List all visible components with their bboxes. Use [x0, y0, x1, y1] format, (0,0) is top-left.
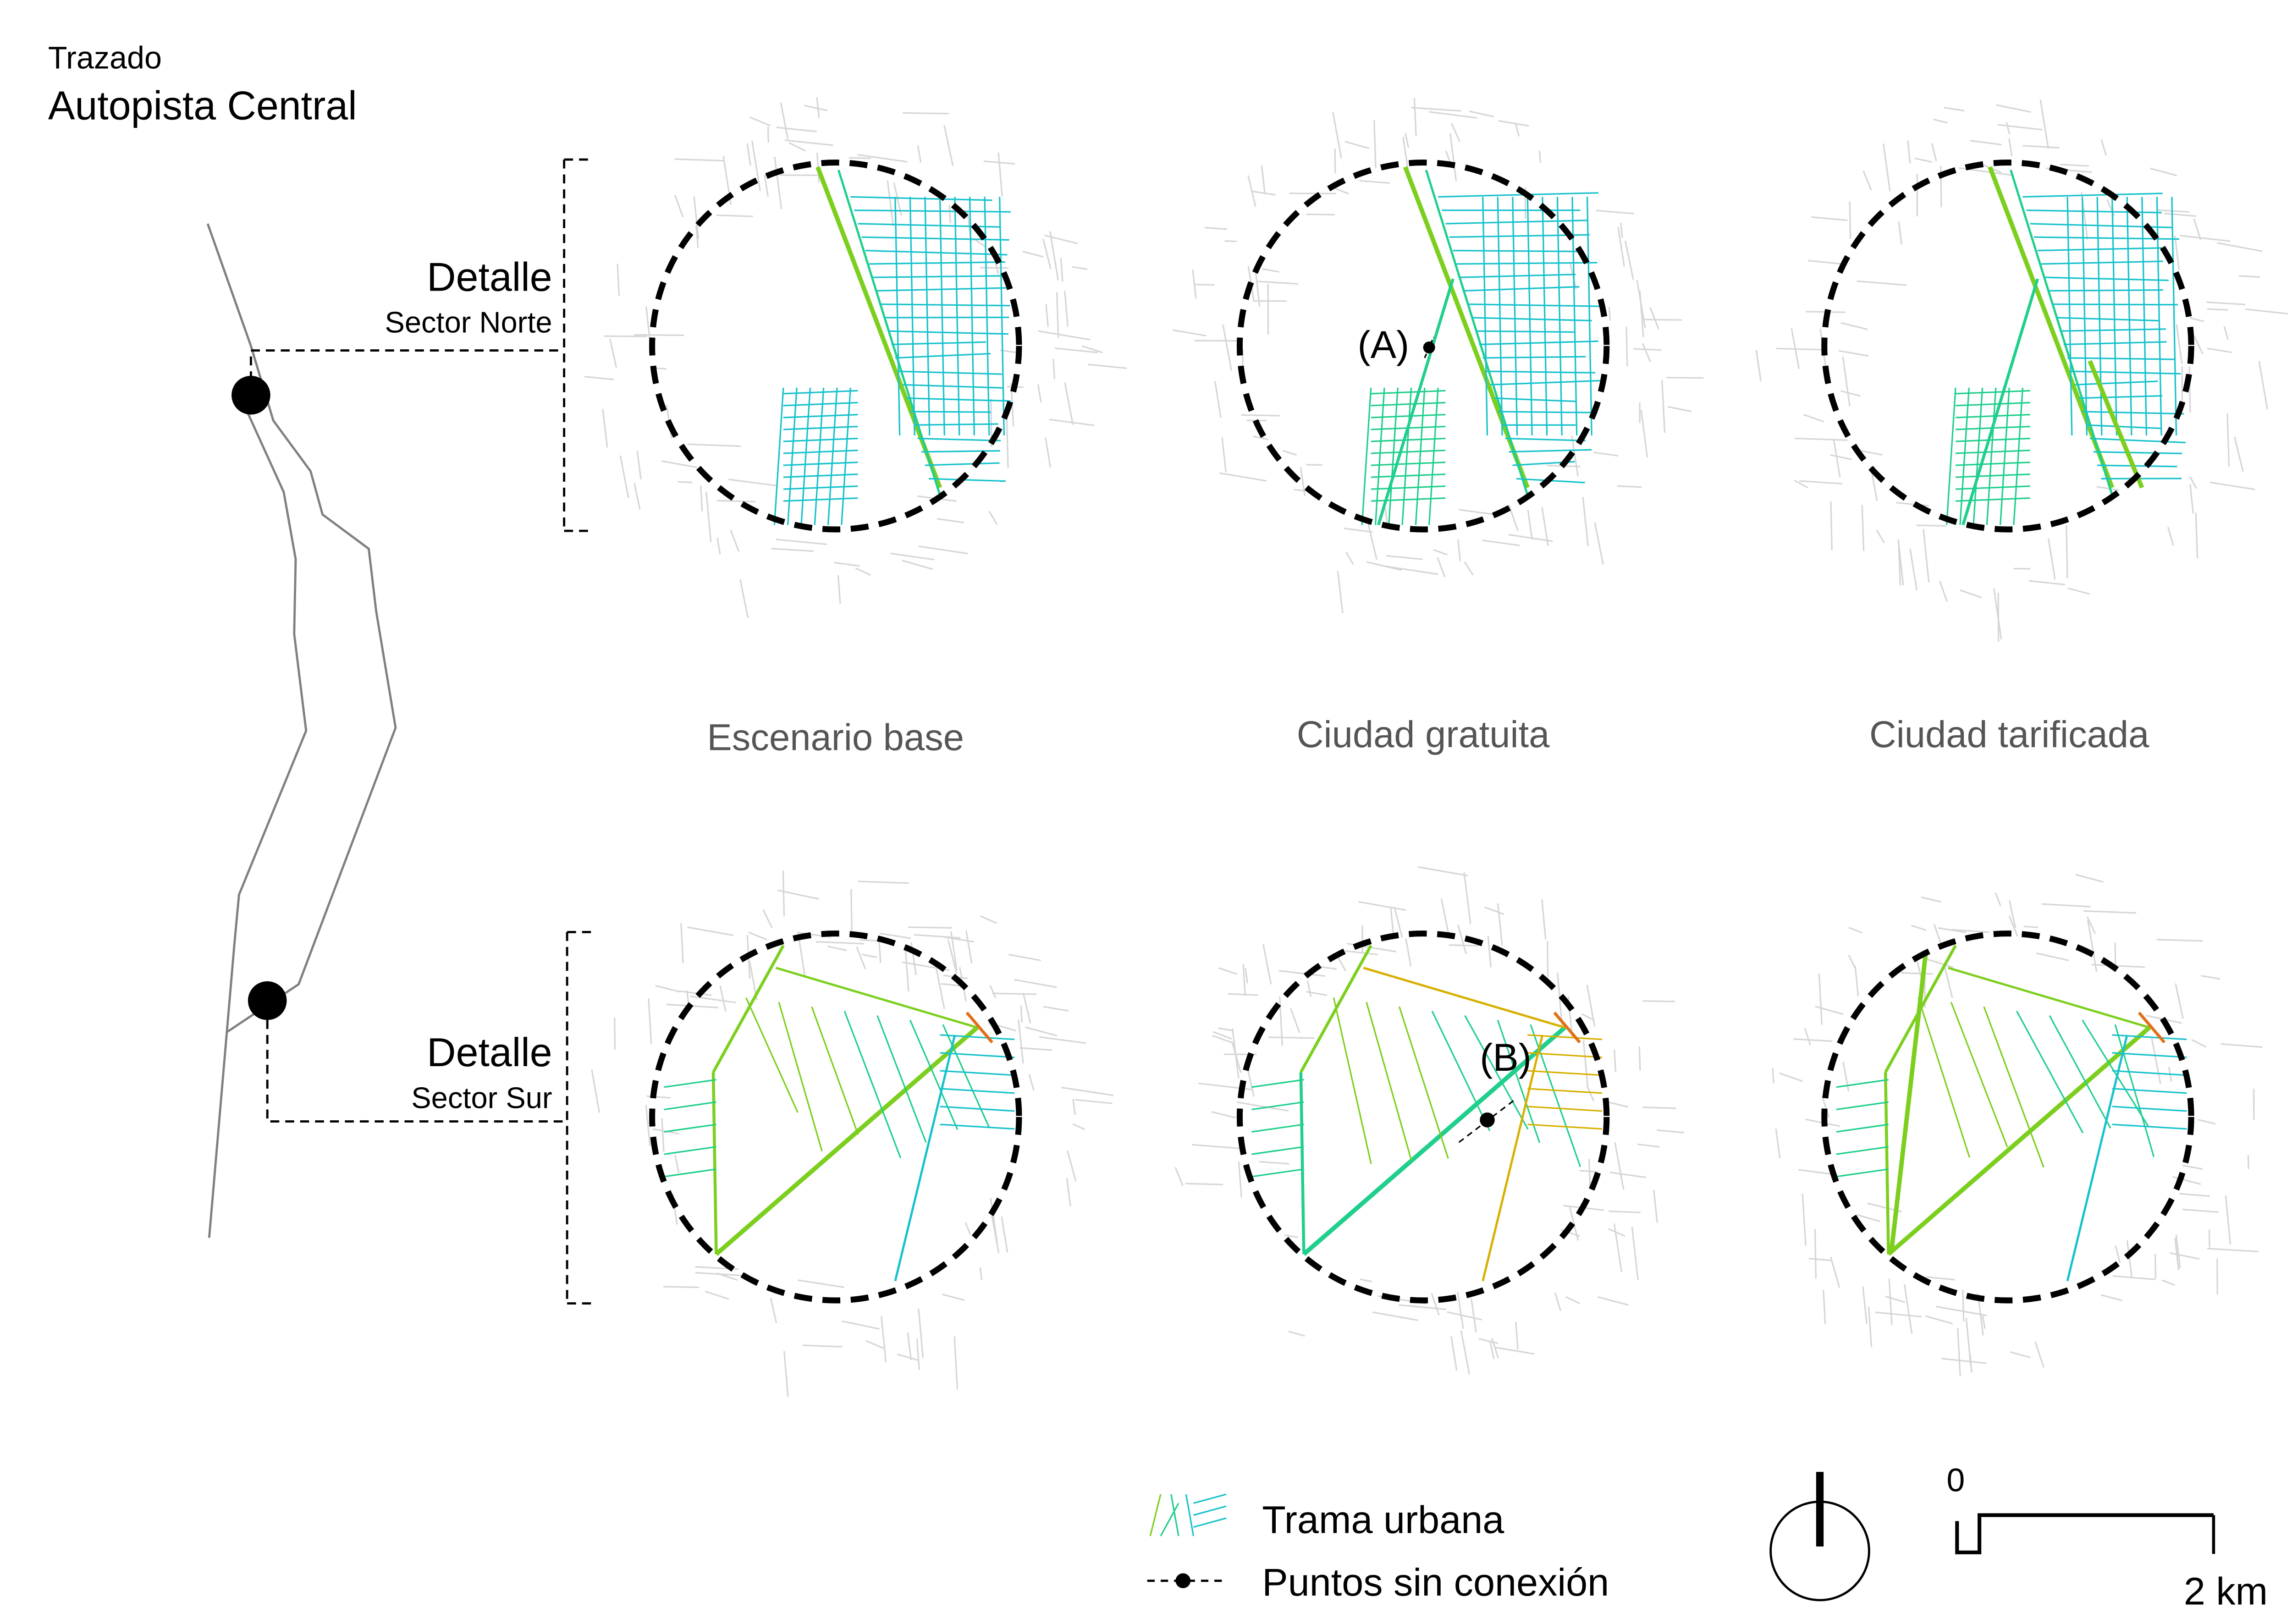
urban-grid-lines — [1361, 166, 1601, 526]
background-streets — [1173, 98, 1704, 613]
scenario-label-base: Escenario base — [707, 716, 964, 758]
disconnected-point-b — [1458, 1098, 1516, 1143]
study-area-boundary — [1821, 160, 2194, 533]
map-south-free — [1174, 866, 1685, 1375]
scenario-label-free: Ciudad gratuita — [1297, 714, 1550, 755]
north-sector-marker — [231, 375, 270, 415]
background-streets — [591, 870, 1114, 1397]
disconnected-point-a — [1423, 336, 1435, 358]
highway-route — [206, 223, 397, 1238]
map-north-tolled — [1755, 99, 2288, 642]
urban-grid-legend-icon — [1149, 1493, 1227, 1536]
north-arrow-icon — [1769, 1472, 1870, 1602]
background-streets — [1174, 866, 1685, 1375]
north-detail-title: Detalle — [427, 254, 552, 299]
study-area-boundary — [1236, 930, 1610, 1304]
background-streets — [1772, 874, 2263, 1376]
background-streets — [1755, 99, 2288, 642]
urban-grid-lines — [773, 166, 1011, 525]
urban-grid-lines — [1251, 945, 1603, 1282]
scale-end-label: 2 km — [2184, 1569, 2268, 1613]
header-subtitle: Trazado — [48, 41, 162, 76]
urban-grid-lines — [1945, 166, 2186, 526]
header-title: Autopista Central — [48, 83, 357, 128]
legend-urban-grid: Trama urbana — [1262, 1498, 1504, 1541]
study-area-boundary — [1821, 930, 2194, 1304]
urban-grid-lines — [1836, 945, 2187, 1282]
map-north-base — [584, 97, 1127, 618]
study-area-boundary — [649, 160, 1022, 533]
north-detail-sector: Sector Norte — [385, 306, 552, 339]
south-sector-marker — [248, 981, 287, 1020]
study-area-boundary — [1236, 160, 1610, 533]
scale-bar — [1955, 1513, 2215, 1554]
study-area-boundary — [649, 930, 1022, 1304]
south-detail-sector: Sector Sur — [411, 1081, 552, 1114]
map-north-free — [1173, 98, 1704, 613]
map-south-tolled — [1772, 874, 2263, 1376]
urban-grid-lines — [664, 945, 1015, 1282]
scale-start-label: 0 — [1947, 1462, 1965, 1498]
marker-a-label: (A) — [1357, 323, 1409, 366]
map-south-base — [591, 870, 1114, 1397]
legend-disconnected-points: Puntos sin conexión — [1262, 1560, 1609, 1604]
disconnected-point-legend-icon — [1147, 1573, 1228, 1588]
south-detail-title: Detalle — [427, 1029, 552, 1075]
background-streets — [584, 97, 1127, 618]
scenario-label-tolled: Ciudad tarificada — [1869, 714, 2149, 755]
marker-b-label: (B) — [1480, 1035, 1532, 1079]
